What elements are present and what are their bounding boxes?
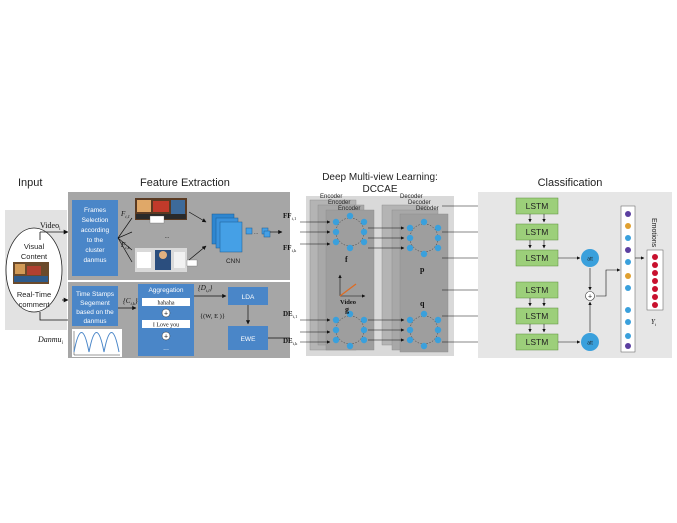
aggregation-box [138, 284, 194, 294]
attention-label-2: att [587, 341, 593, 347]
emotions-label: Emotions [650, 218, 657, 248]
encoder-label-3: Encoder [338, 206, 360, 212]
ts-line-1: Time Stamps [76, 291, 115, 298]
f-label: f [345, 255, 348, 264]
frames-line-3: according [81, 227, 110, 234]
danmu-text-3: ... [163, 345, 169, 352]
danmu-label: Danmui [37, 335, 64, 346]
decoder-network-q [406, 310, 442, 350]
lstm-cell-1 [515, 197, 559, 215]
q-label: q [420, 299, 425, 308]
ts-line-3: based on the [76, 309, 114, 316]
attention-node-2 [581, 333, 599, 351]
lstm-label-5: LSTM [526, 311, 549, 321]
lstm-label-6: LSTM [526, 337, 549, 347]
svg-text:+: + [164, 334, 168, 341]
danmu-wave-plot [72, 329, 122, 357]
lstm-label-2: LSTM [526, 227, 549, 237]
decoder-label-3: Decoder [416, 206, 439, 212]
y-label: Yi [651, 318, 657, 327]
ff1-label: FFi,1 [283, 212, 296, 222]
ffk-label: FFi,k [283, 244, 297, 254]
visual-content-label-2: Content [21, 252, 48, 261]
video-label: Videoi [40, 221, 61, 232]
encoder-label-1: Encoder [320, 194, 342, 200]
encoder-network-g [332, 310, 368, 350]
danmu-text-1: hahaha [158, 301, 175, 307]
frame-thumbnail-k [135, 248, 187, 272]
frames-line-6: danmus [83, 257, 107, 264]
section-dccae: DCCAE [362, 184, 397, 195]
frames-line-1: Frames [84, 207, 107, 214]
decoder-label-2: Decoder [408, 200, 431, 206]
frames-line-4: to the [87, 237, 104, 244]
aggregation-label: Aggregation [148, 287, 183, 294]
attention-node-1 [581, 249, 599, 267]
frame-label-k: Fi,k [120, 241, 131, 251]
section-deep-multiview: Deep Multi-view Learning: [322, 172, 438, 183]
time-stamps-box [72, 286, 118, 326]
section-classification: Classification [538, 177, 603, 189]
dccae-video-label: Video [340, 299, 356, 306]
frames-line-5: cluster [85, 247, 105, 254]
encoder-network-f [332, 212, 368, 252]
section-input: Input [18, 177, 42, 189]
lstm-links [528, 214, 621, 344]
decoder-network-p [406, 218, 442, 258]
decoder-label-1: Decoder [400, 194, 423, 200]
latent-axes [338, 274, 366, 298]
cnn-stack: ... [211, 213, 271, 253]
we-label: {(W, E )} [200, 313, 225, 320]
lstm-label-3: LSTM [526, 253, 549, 263]
section-feature-extraction: Feature Extraction [140, 177, 230, 189]
frame-label-1: Fi,1 [120, 210, 130, 220]
lstm-label-4: LSTM [526, 285, 549, 295]
ts-line-4: danmus [83, 318, 107, 325]
encoder-stack [309, 199, 375, 351]
encoder-label-2: Encoder [328, 200, 350, 206]
svg-text:+: + [164, 311, 168, 318]
de1-label: DEi,1 [283, 310, 297, 320]
lda-label: LDA [242, 294, 255, 301]
emotion-output-vector [646, 249, 664, 311]
lstm-cell-4 [515, 281, 559, 299]
g-label: g [345, 305, 349, 314]
lstm-label-1: LSTM [526, 201, 549, 211]
frames-ellipsis: ... [164, 234, 169, 240]
dek-label: DEi,k [283, 337, 298, 347]
ts-line-2: Segement [80, 300, 110, 307]
plus-node-2 [161, 331, 171, 341]
input-video-thumbnail [13, 262, 49, 284]
realtime-label-1: Real-Time [17, 290, 51, 299]
concat-symbol: + [588, 294, 592, 301]
classification-panel [478, 192, 672, 358]
lstm-group-text [515, 281, 559, 351]
fused-feature-vector [620, 205, 636, 353]
svg-text:...: ... [254, 230, 258, 236]
attention-label-1: att [587, 257, 593, 263]
ewe-box [228, 326, 268, 350]
d-label: {Di,l} [198, 284, 213, 294]
visual-content-label-1: Visual [24, 242, 45, 251]
p-label: p [420, 265, 425, 274]
cnn-label: CNN [226, 258, 240, 265]
concat-node [585, 291, 595, 301]
realtime-label-2: comment [19, 300, 51, 309]
c-label: {Ci,k} [123, 297, 138, 307]
lda-box [228, 287, 268, 305]
lstm-cell-5 [515, 307, 559, 325]
frames-line-2: Selection [82, 217, 109, 224]
danmu-text-2: I Love you [153, 323, 179, 329]
ewe-label: EWE [241, 336, 256, 343]
frames-selection-box [72, 200, 118, 276]
lstm-cell-2 [515, 223, 559, 241]
lstm-group-video [515, 197, 559, 267]
plus-node-1 [161, 308, 171, 318]
